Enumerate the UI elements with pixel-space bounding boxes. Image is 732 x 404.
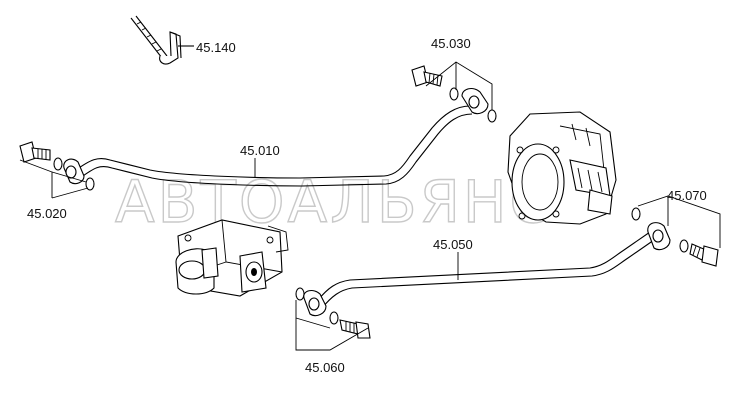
watermark-text: АВТОАЛЬЯНС: [115, 168, 553, 236]
right-flanged-housing: [507, 111, 617, 225]
left-pump-housing: [175, 219, 289, 297]
upper-banjo-fitting: [411, 65, 497, 123]
lower-left-banjo-fitting: [295, 287, 371, 339]
lower-right-banjo-fitting: [631, 207, 719, 267]
left-banjo-fitting: [19, 141, 95, 191]
cable-tie-part: [130, 15, 194, 65]
part-label-45060: 45.060: [305, 360, 345, 375]
part-label-45030: 45.030: [431, 36, 471, 51]
upper-pipe-part: [75, 105, 473, 187]
lower-pipe-part: [317, 231, 655, 309]
part-label-45020: 45.020: [27, 206, 67, 221]
part-label-45050: 45.050: [433, 237, 473, 252]
part-label-45070: 45.070: [667, 188, 707, 203]
leader-lines: [19, 61, 721, 351]
part-label-45140: 45.140: [196, 40, 236, 55]
part-label-45010: 45.010: [240, 143, 280, 158]
